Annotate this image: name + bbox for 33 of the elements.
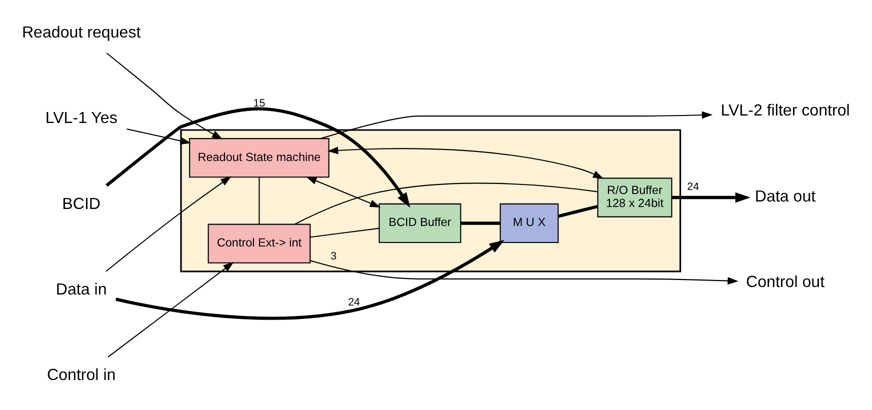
node-text: BCID bbox=[62, 194, 101, 213]
node-text: LVL-1 Yes bbox=[45, 109, 118, 128]
node-text: LVL-2 filter control bbox=[720, 102, 850, 120]
arrow bbox=[116, 240, 504, 320]
arrow bbox=[320, 111, 713, 140]
edge-label: 24 bbox=[348, 296, 360, 309]
node-text: Data in bbox=[56, 280, 107, 298]
connector bbox=[310, 228, 380, 238]
arrow bbox=[108, 262, 234, 358]
node-box: Control Ext-> int bbox=[208, 224, 311, 264]
arrow bbox=[126, 128, 192, 144]
arrow bbox=[106, 52, 223, 140]
arrow bbox=[306, 176, 381, 208]
edge-label: 3 bbox=[330, 250, 337, 263]
edge-label: 24 bbox=[687, 181, 700, 194]
connector bbox=[294, 182, 598, 225]
node-text: Control out bbox=[746, 272, 825, 291]
arrow bbox=[106, 176, 232, 272]
node-box: M U X bbox=[500, 203, 559, 244]
arrow bbox=[310, 260, 738, 285]
arrow bbox=[327, 146, 604, 179]
arrow bbox=[672, 192, 750, 203]
connector bbox=[460, 222, 500, 225]
edge-label: 15 bbox=[253, 97, 266, 110]
connector bbox=[558, 204, 598, 218]
node-box: BCID Buffer bbox=[378, 203, 462, 244]
node-text: Data out bbox=[754, 187, 816, 206]
node-box: Readout State machine bbox=[189, 138, 330, 178]
node-text: Control in bbox=[46, 366, 116, 384]
node-text: Readout request bbox=[22, 23, 141, 42]
arrow bbox=[106, 107, 410, 208]
node-box: R/O Buffer 128 x 24bit bbox=[597, 178, 672, 218]
connector bbox=[258, 178, 260, 224]
